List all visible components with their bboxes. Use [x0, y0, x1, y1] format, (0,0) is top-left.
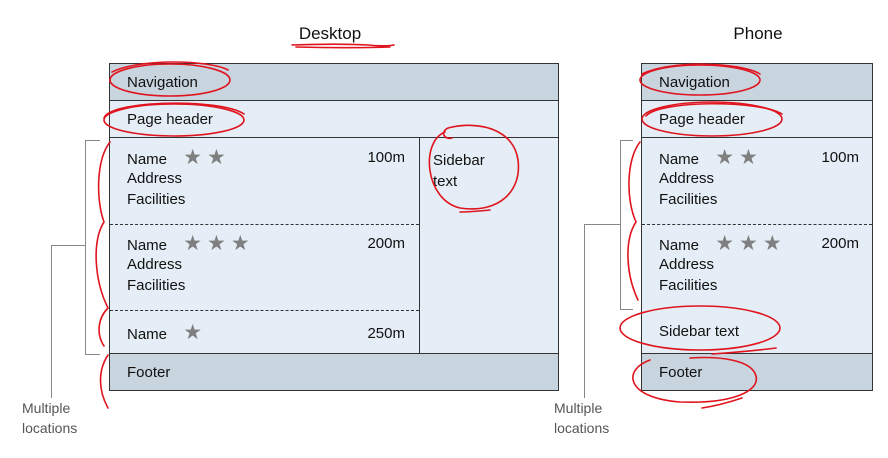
star-icon: ★ [207, 146, 231, 169]
desktop-sidebar: Sidebar text [420, 138, 559, 353]
item-name: Name [127, 326, 168, 343]
star-icon: ★ [183, 232, 208, 255]
item-distance: 250m [367, 325, 405, 342]
star-icon: ★ [207, 232, 231, 255]
phone-title: Phone [733, 24, 783, 43]
desktop-navigation-bar: Navigation [109, 63, 559, 101]
item-name: Name [127, 237, 168, 254]
caption-line: locations [22, 420, 78, 436]
item-facilities: Facilities [659, 191, 718, 208]
item-divider [110, 224, 419, 225]
desktop-list-item: Name ★★ Address Facilities 100m [109, 138, 419, 224]
caption-line: Multiple [22, 400, 71, 416]
desktop-page-header: Page header [109, 100, 559, 138]
caption-line: Multiple [554, 400, 603, 416]
star-rating: ★ [183, 321, 207, 344]
item-distance: 200m [821, 235, 859, 252]
desktop-main-top-border [109, 137, 559, 138]
star-icon: ★ [230, 232, 255, 255]
desktop-caption: Multiple locations [22, 398, 92, 438]
bracket-connector [584, 224, 620, 225]
star-rating: ★★★ [715, 232, 786, 255]
item-address: Address [659, 170, 715, 187]
annotation-brace [99, 354, 109, 409]
star-icon: ★ [762, 232, 787, 255]
phone-list-item: Name ★★★ Address Facilities 200m [641, 224, 873, 310]
star-icon: ★ [739, 146, 763, 169]
phone-list-item: Name ★★ Address Facilities 100m [641, 138, 873, 224]
item-address: Address [659, 256, 715, 273]
phone-navigation-label: Navigation [659, 73, 730, 91]
phone-caption: Multiple locations [554, 398, 624, 438]
phone-page-header-label: Page header [659, 110, 745, 128]
item-distance: 100m [367, 149, 405, 166]
bracket-connector [51, 245, 52, 398]
phone-footer-label: Footer [659, 363, 703, 381]
item-address: Address [127, 256, 183, 273]
phone-locations-bracket [620, 140, 633, 310]
item-facilities: Facilities [127, 277, 186, 294]
phone-main-top-border [641, 137, 873, 138]
star-icon: ★ [739, 232, 763, 255]
item-facilities: Facilities [659, 277, 718, 294]
phone-footer: Footer [641, 353, 873, 391]
star-icon: ★ [715, 146, 740, 169]
desktop-navigation-label: Navigation [127, 73, 198, 91]
desktop-footer-label: Footer [127, 363, 171, 381]
desktop-footer: Footer [109, 353, 559, 391]
item-address: Address [127, 170, 183, 187]
desktop-list-item: Name ★ 250m [109, 310, 419, 353]
phone-sidebar-label: Sidebar text [659, 323, 740, 340]
desktop-locations-bracket [85, 140, 100, 355]
item-facilities: Facilities [127, 191, 186, 208]
star-icon: ★ [183, 321, 208, 344]
sidebar-text-line: Sidebar [433, 152, 485, 169]
phone-page-header: Page header [641, 100, 873, 138]
star-rating: ★★★ [183, 232, 254, 255]
item-divider [110, 310, 419, 311]
desktop-page-header-label: Page header [127, 110, 213, 128]
item-name: Name [127, 151, 168, 168]
star-icon: ★ [715, 232, 740, 255]
desktop-column-divider [419, 138, 420, 353]
bracket-connector [51, 245, 85, 246]
item-divider [642, 224, 872, 225]
phone-sidebar: Sidebar text [641, 310, 873, 353]
desktop-title: Desktop [298, 24, 362, 43]
desktop-title-underline [291, 43, 395, 47]
caption-line: locations [554, 420, 610, 436]
item-name: Name [659, 237, 700, 254]
item-distance: 200m [367, 235, 405, 252]
annotation-stroke [701, 397, 743, 409]
sidebar-text-line: text [433, 173, 458, 190]
bracket-connector [584, 224, 585, 398]
phone-navigation-bar: Navigation [641, 63, 873, 101]
star-rating: ★★ [183, 146, 231, 169]
star-rating: ★★ [715, 146, 763, 169]
item-distance: 100m [821, 149, 859, 166]
item-name: Name [659, 151, 700, 168]
desktop-title-underline [295, 46, 391, 49]
star-icon: ★ [183, 146, 208, 169]
desktop-list-item: Name ★★★ Address Facilities 200m [109, 224, 419, 310]
